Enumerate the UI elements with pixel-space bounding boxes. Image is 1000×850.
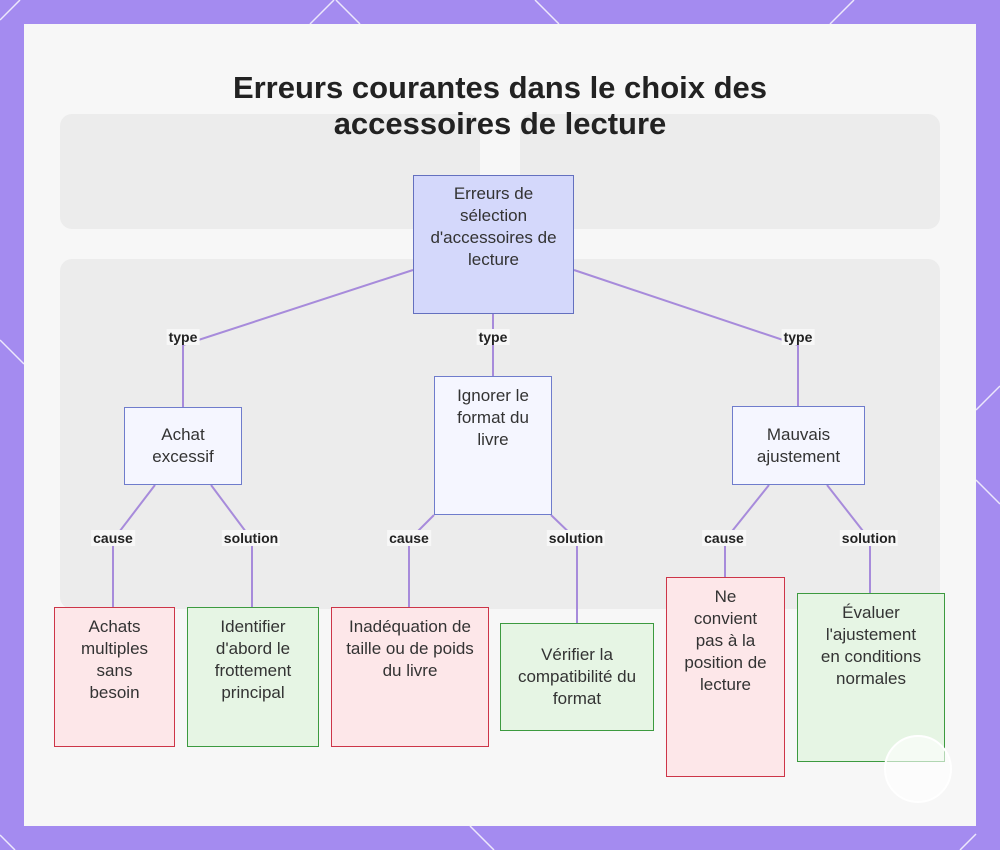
background-panel-left bbox=[60, 114, 480, 229]
title-line-1: Erreurs courantes dans le choix des bbox=[232, 70, 768, 105]
solution-verifier-compatibilite: Vérifier la compatibilité du format bbox=[500, 623, 654, 731]
title-line-2: accessoires de lecture bbox=[333, 106, 667, 141]
solution-evaluer-ajustement: Évaluer l'ajustement en conditions norma… bbox=[797, 593, 945, 762]
background-panel-right bbox=[520, 114, 940, 229]
node-achat-excessif: Achat excessif bbox=[124, 407, 242, 485]
edge-achat-cause bbox=[112, 484, 156, 607]
node-ignorer-format: Ignorer le format du livre bbox=[434, 376, 552, 515]
edge-label-type-left: type bbox=[166, 329, 200, 345]
edge-label-cause-ajustement: cause bbox=[702, 530, 746, 546]
cause-achats-multiples: Achats multiples sans besoin bbox=[54, 607, 175, 747]
edge-label-cause-format: cause bbox=[387, 530, 431, 546]
edge-label-solution-ajustement: solution bbox=[839, 530, 899, 546]
watermark-badge bbox=[884, 735, 952, 803]
edge-label-solution-format: solution bbox=[546, 530, 606, 546]
edge-achat-solution bbox=[210, 484, 253, 607]
cause-inadequation-taille: Inadéquation de taille ou de poids du li… bbox=[331, 607, 489, 747]
edge-label-cause-achat: cause bbox=[91, 530, 135, 546]
solution-identifier-frottement: Identifier d'abord le frottement princip… bbox=[187, 607, 319, 747]
edge-root-achat bbox=[182, 269, 414, 407]
root-node: Erreurs de sélection d'accessoires de le… bbox=[413, 175, 574, 314]
node-mauvais-ajustement: Mauvais ajustement bbox=[732, 406, 865, 485]
edge-root-ajustement bbox=[573, 269, 799, 406]
edge-label-type-center: type bbox=[476, 329, 510, 345]
edge-format-cause bbox=[408, 514, 435, 607]
edge-label-type-right: type bbox=[781, 329, 815, 345]
page-title: Erreurs courantes dans le choix des acce… bbox=[150, 70, 850, 142]
edge-label-solution-achat: solution bbox=[221, 530, 281, 546]
cause-position-lecture: Ne convient pas à la position de lecture bbox=[666, 577, 785, 777]
